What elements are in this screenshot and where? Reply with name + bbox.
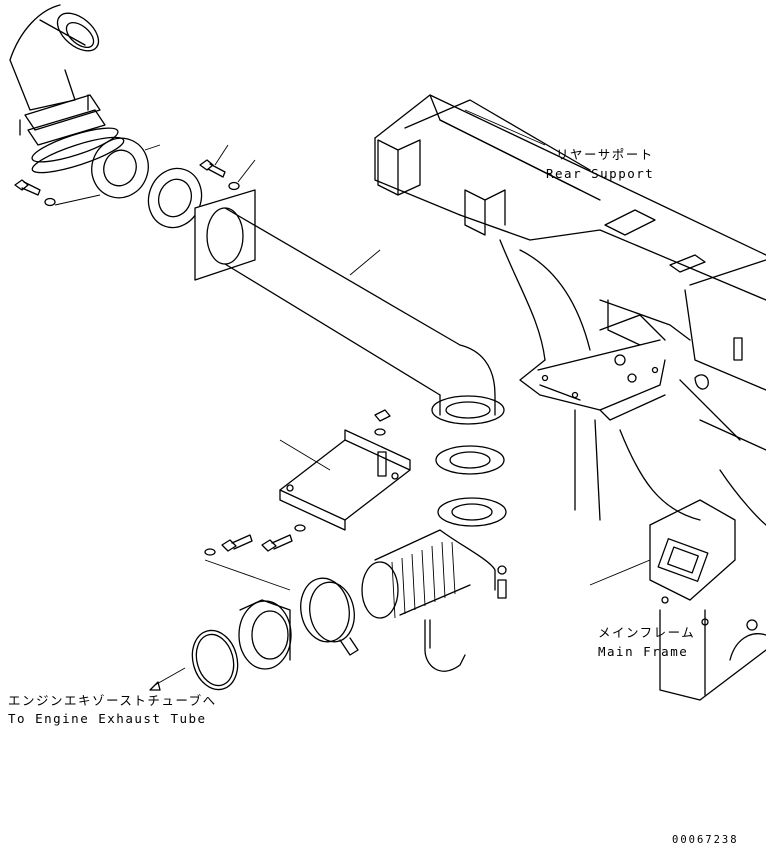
bolts-upper-left xyxy=(14,144,256,207)
bolts-lower xyxy=(204,524,306,591)
exhaust-arrow xyxy=(149,681,161,691)
exhaust-pipe xyxy=(194,189,505,425)
exhaust-tube-label-en: To Engine Exhaust Tube xyxy=(8,711,207,726)
exhaust-elbow xyxy=(9,4,125,174)
drawing-code: 00067238 xyxy=(672,834,739,844)
exhaust-tube-label-jp: エンジンエキゾーストチューブへ xyxy=(8,693,217,708)
leader-rear-support xyxy=(464,109,546,146)
main-frame-label-jp: メインフレーム xyxy=(598,625,696,640)
flex-pipe xyxy=(361,529,507,672)
flange-gaskets-upper xyxy=(91,137,203,229)
clamp xyxy=(300,577,359,656)
main-frame-label-en: Main Frame xyxy=(598,644,689,659)
flange-gaskets-lower xyxy=(435,445,507,527)
main-frame xyxy=(374,94,766,701)
leader-exhaust-tube xyxy=(154,667,186,686)
leader-main-frame xyxy=(589,559,651,586)
bracket xyxy=(279,409,411,531)
adapter-ring xyxy=(191,599,292,691)
rear-support-label-jp: リヤーサポート xyxy=(556,147,654,162)
rear-support-label-en: Rear Support xyxy=(546,166,655,181)
